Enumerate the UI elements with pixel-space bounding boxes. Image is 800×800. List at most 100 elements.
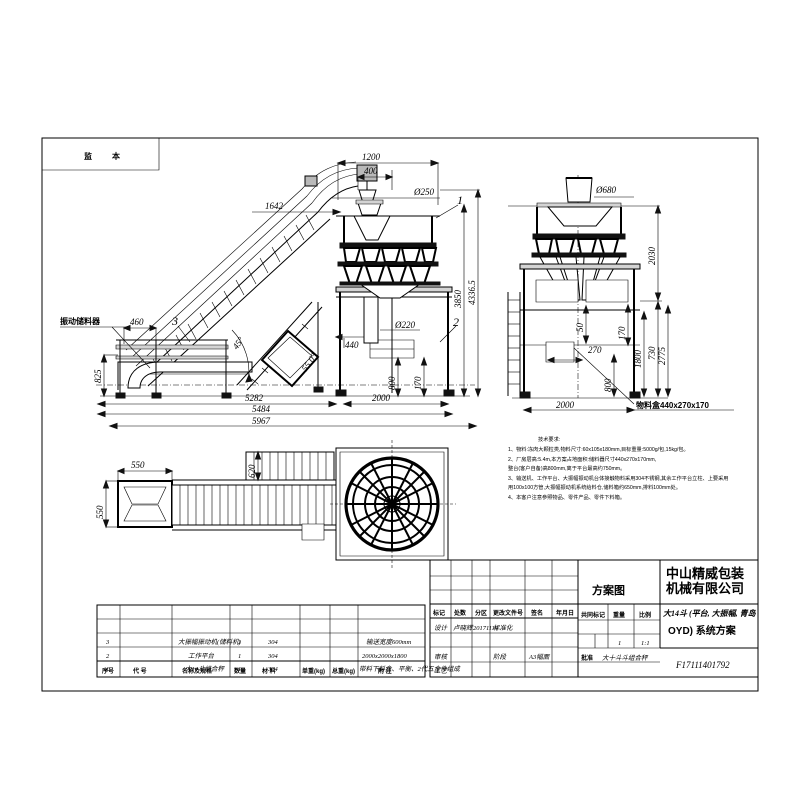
weigher-base-rail bbox=[340, 282, 440, 285]
parts-hdr-totalw: 总重(kg) bbox=[332, 667, 355, 675]
dim-3850-text: 3850 bbox=[453, 290, 463, 310]
product-name-line2: OYD) 系统方案 bbox=[668, 624, 737, 637]
revision-box-label-1: 监 bbox=[84, 151, 92, 161]
parts-r2-material: 304 bbox=[267, 653, 279, 660]
plan-box-small bbox=[302, 524, 324, 540]
balloon-2-label: 2 bbox=[453, 315, 459, 329]
dim-4336-5: 4336.5 bbox=[440, 190, 481, 396]
notes-line-4: 3、输送机、工作平台、大振幅振动机台体接触物料采用304不锈钢,其余工作平台立柱… bbox=[508, 474, 728, 482]
vibrating-hopper-label: 振动储料器 bbox=[60, 316, 101, 326]
dim-2000-front: 2000 bbox=[344, 393, 448, 407]
parts-hdr-qty: 数量 bbox=[234, 667, 246, 675]
parts-hdr-unitw: 单重(kg) bbox=[302, 667, 325, 675]
parts-hdr-name: 名称及规格 bbox=[182, 667, 213, 675]
plan-weigher-circle bbox=[330, 440, 456, 568]
stair-handrail-inner bbox=[268, 337, 312, 378]
vibro-mid-rail bbox=[116, 356, 228, 359]
balloon-3-label: 3 bbox=[171, 314, 178, 328]
parts-hdr-material: 材 料 bbox=[261, 667, 276, 675]
vibro-top-rail bbox=[116, 345, 228, 349]
conveyor-rail-3 bbox=[126, 189, 302, 350]
tb-hdr-count: 处数 bbox=[453, 609, 467, 617]
parts-hdr-no: 序号 bbox=[101, 667, 114, 675]
dim-2000-side-text: 2000 bbox=[556, 400, 575, 410]
balloon-3-leader bbox=[178, 326, 190, 342]
parts-table: 3 大振幅振动机(储料机) 1 304 输送宽度600mm 2 工作平台 1 3… bbox=[97, 605, 461, 677]
dim-5282: 5282 bbox=[98, 393, 336, 407]
dim-440: 440 bbox=[336, 335, 364, 350]
dim-5282-text: 5282 bbox=[245, 393, 264, 403]
dim-2775-text: 2775 bbox=[657, 347, 667, 366]
side-material-box-3 bbox=[546, 342, 574, 362]
dim-800-front: 800 bbox=[387, 358, 401, 396]
tb-hdr-zone: 分区 bbox=[475, 609, 487, 617]
conveyor-head-curve-4 bbox=[312, 174, 360, 203]
dim-800-front-text: 800 bbox=[387, 376, 397, 390]
plan-infeed-cone-top bbox=[124, 487, 166, 504]
dim-dia220-text: Ø220 bbox=[394, 320, 415, 330]
tb-row-review-label: 审核 bbox=[434, 653, 449, 661]
dim-5967-text: 5967 bbox=[252, 416, 271, 426]
vibro-trough bbox=[128, 362, 252, 388]
dim-270-text: 270 bbox=[588, 345, 602, 355]
weigher-top-ring bbox=[356, 200, 383, 204]
tb-row-review-role: 阶段 bbox=[493, 653, 508, 661]
parts-header-box bbox=[97, 661, 425, 677]
dim-1200-text: 1200 bbox=[362, 152, 381, 162]
parts-r1-name: 大14斗组合秤 bbox=[185, 665, 226, 673]
dim-dia680-text: Ø680 bbox=[595, 185, 616, 195]
parts-r3-no: 3 bbox=[105, 639, 110, 646]
dim-plan-620: 620 bbox=[247, 452, 261, 480]
side-foot-2 bbox=[630, 392, 640, 398]
dim-plan-550-w: 550 bbox=[118, 460, 172, 481]
tb-rs-val-scale: 1:1 bbox=[641, 640, 650, 647]
balloon-2-leader bbox=[440, 326, 456, 342]
conveyor-rail-2 bbox=[131, 196, 307, 358]
revision-box-label-2: 本 bbox=[111, 151, 120, 161]
dim-270: 270 bbox=[548, 345, 602, 363]
tb-hdr-mark: 标记 bbox=[432, 609, 445, 617]
side-weigher-top-plate bbox=[537, 203, 621, 207]
plan-conveyor-body bbox=[172, 485, 354, 525]
balloon-callouts-front: 1 2 3 bbox=[171, 193, 463, 342]
tb-hdr-sign: 签名 bbox=[530, 609, 543, 617]
vibrating-hopper-leader bbox=[112, 327, 150, 368]
dim-2030: 2030 bbox=[647, 206, 661, 300]
side-platform-deck bbox=[520, 264, 640, 269]
technical-notes: 技术要求: 1、物料:冻肉大颗粒类,物料尺寸:60x105x180mm,目标重量… bbox=[508, 435, 728, 501]
revision-box-frame bbox=[42, 138, 159, 170]
dim-dia250: Ø250 bbox=[332, 187, 440, 198]
dim-1642: 1642 bbox=[252, 201, 340, 215]
balloon-1-leader bbox=[436, 205, 458, 218]
parts-r2-name: 工作平台 bbox=[188, 652, 215, 660]
weigher-top-cone bbox=[358, 203, 381, 215]
parts-hdr-remark: 附 注 bbox=[378, 667, 392, 675]
dim-50: 50 bbox=[575, 306, 589, 343]
side-feeder-pans bbox=[536, 239, 618, 254]
vibro-hopper-frame bbox=[118, 362, 156, 390]
dim-460-text: 460 bbox=[130, 317, 144, 327]
dim-440-text: 440 bbox=[345, 340, 359, 350]
dim-170-front: 170 bbox=[413, 358, 427, 396]
dim-170-front-text: 170 bbox=[413, 376, 423, 390]
tb-row-design-label: 设计 bbox=[434, 624, 449, 632]
parts-r2-qty: 1 bbox=[238, 653, 241, 660]
dim-170-side: 170 bbox=[617, 305, 631, 345]
stair-foot-pad bbox=[314, 387, 323, 392]
parts-r1-qty: 1 bbox=[238, 666, 241, 673]
multihead-weigher-front bbox=[336, 200, 440, 298]
parts-r3-qty: 1 bbox=[238, 639, 241, 646]
dim-dia250-text: Ø250 bbox=[413, 187, 434, 197]
tb-rs-hdr-weight: 重量 bbox=[613, 611, 625, 619]
notes-title: 技术要求: bbox=[538, 435, 560, 443]
dim-730: 730 bbox=[640, 301, 662, 396]
dim-plan-550-w-text: 550 bbox=[131, 460, 145, 470]
side-elevation-view: Ø680 2030 730 2775 18 bbox=[508, 175, 734, 413]
tb-row-review-v1: A3幅面 bbox=[528, 653, 551, 661]
dim-50-text: 50 bbox=[575, 323, 585, 333]
dim-dia680: Ø680 bbox=[594, 185, 634, 197]
material-box-leader bbox=[574, 348, 634, 404]
foot-pad-1 bbox=[116, 393, 125, 398]
platform-foot-2 bbox=[444, 390, 454, 396]
